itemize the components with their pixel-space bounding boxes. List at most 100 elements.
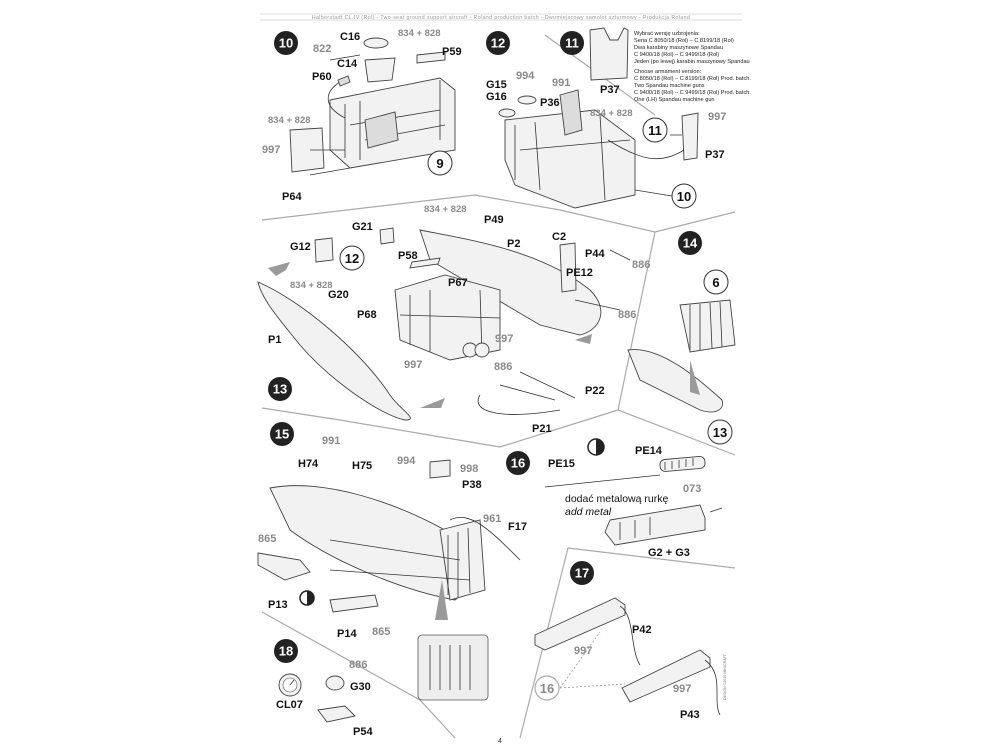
label-p54: P54 [353, 726, 373, 738]
step-14-badge [678, 231, 702, 255]
label-865-a: 865 [258, 533, 276, 545]
label-p68: P68 [357, 309, 377, 321]
add-metal-en: add metal [565, 506, 612, 518]
step-16-number: 16 [511, 456, 525, 471]
label-p67: P67 [448, 277, 468, 289]
label-997-a: 997 [262, 144, 280, 156]
label-073: 073 [683, 483, 701, 495]
label-f17: F17 [508, 521, 527, 533]
step-14-number: 14 [683, 236, 698, 251]
label-g16: G16 [486, 91, 507, 103]
label-pe12: PE12 [566, 267, 593, 279]
step-11-badge [560, 31, 584, 55]
label-822: 822 [313, 43, 331, 55]
footer-code: DESIGN ©2016 MINICRAFT [723, 653, 727, 700]
label-p44: P44 [585, 248, 605, 260]
label-886-c: 886 [494, 361, 512, 373]
label-p13: P13 [268, 599, 288, 611]
label-886-b: 886 [618, 309, 636, 321]
step-15-badge [270, 422, 294, 446]
label-997-f: 997 [673, 683, 691, 695]
gun-p43 [621, 649, 711, 703]
step-16-badge [506, 451, 530, 475]
label-g15: G15 [486, 79, 507, 91]
step-13-number: 13 [273, 382, 287, 397]
label-pe14: PE14 [635, 445, 663, 457]
label-p36: P36 [540, 97, 560, 109]
step-18-panel: 18 886 G30 CL07 P54 [274, 639, 373, 738]
fuselage-p2 [419, 229, 602, 336]
label-p21: P21 [532, 423, 552, 435]
label-886-d: 886 [349, 659, 367, 671]
note-en-line4: One (LH) Spandau machine gun [634, 97, 715, 103]
label-994-a: 994 [516, 70, 535, 82]
step-12-panel: 12 11 10 994 G15 G16 991 P36 834 + 828 9… [486, 31, 726, 209]
label-834-828-d: 834 + 828 [424, 204, 467, 215]
label-997-e: 997 [574, 645, 592, 657]
label-pe15: PE15 [548, 458, 575, 470]
note-en-line3: C 9400/18 (Rol) – C 9499/18 (Rol) Prod. … [634, 90, 751, 96]
ref-step-11: 11 [648, 123, 662, 138]
label-p1: P1 [268, 334, 281, 346]
step-13-badge [268, 377, 292, 401]
label-p43: P43 [680, 709, 700, 721]
label-834-828-b: 834 + 828 [268, 115, 311, 126]
label-p37-b: P37 [705, 149, 725, 161]
step-10-number: 10 [279, 36, 293, 51]
label-p49: P49 [484, 214, 504, 226]
step-15-number: 15 [275, 427, 289, 442]
label-991-b: 991 [322, 435, 340, 447]
label-g21: G21 [352, 221, 373, 233]
label-997-d: 997 [404, 359, 422, 371]
label-994-b: 994 [397, 455, 416, 467]
step-11-number: 11 [565, 36, 579, 51]
step-18-badge [274, 639, 298, 663]
ref-step-9: 9 [436, 156, 443, 171]
gun-p42 [534, 597, 626, 651]
note-pl-title: Wybrać wersję uzbrojenia: [634, 31, 700, 37]
step-16-panel: 16 PE14 PE15 dodać metalową rurkę add me… [506, 438, 723, 559]
label-991-a: 991 [552, 77, 570, 89]
fuselage-p1 [257, 281, 411, 421]
label-c2: C2 [552, 231, 566, 243]
note-pl-line2: Dwa karabiny maszynowe Spandau [634, 45, 723, 51]
label-h74: H74 [298, 458, 319, 470]
step-13-panel: 13 12 834 + 828 G21 P49 P2 C2 P44 886 G1… [257, 204, 650, 435]
label-p42: P42 [632, 624, 652, 636]
label-865-b: 865 [372, 626, 390, 638]
note-en-title: Choose armament version: [634, 69, 702, 75]
ref-step-16: 16 [540, 681, 554, 696]
label-p59: P59 [442, 46, 462, 58]
label-834-828-a: 834 + 828 [398, 28, 441, 39]
machine-gun-g2g3 [604, 504, 706, 546]
ref-step-10: 10 [677, 189, 691, 204]
note-pl-line1: Seria C 8050/18 (Rol) – C 8199/18 (Rol) [634, 38, 734, 44]
label-p58: P58 [398, 250, 418, 262]
label-g12: G12 [290, 241, 311, 253]
label-p37-a: P37 [600, 84, 620, 96]
label-p14: P14 [337, 628, 357, 640]
label-997-c: 997 [495, 333, 513, 345]
label-g20: G20 [328, 289, 349, 301]
label-g30: G30 [350, 681, 371, 693]
step-15-panel: 15 991 H74 H75 994 998 P38 961 F17 865 P… [257, 422, 527, 701]
label-h75: H75 [352, 460, 372, 472]
label-p38: P38 [462, 479, 482, 491]
ref-step-6: 6 [712, 275, 719, 290]
step-18-number: 18 [279, 644, 293, 659]
note-pl-line4: Jeden (po lewej) karabin maszynowy Spand… [634, 59, 750, 65]
step-17-panel: 17 16 P42 997 997 P43 DESIGN ©2016 MINIC… [534, 561, 727, 721]
step-10-badge [274, 31, 298, 55]
label-961: 961 [483, 513, 501, 525]
step-12-badge [486, 31, 510, 55]
label-p2: P2 [507, 238, 520, 250]
label-g2-g3: G2 + G3 [648, 547, 690, 559]
ref-step-13: 13 [713, 425, 727, 440]
header-title: Halberstadt CL.IV (Rol) - Two-seat groun… [312, 15, 690, 21]
label-c14: C14 [337, 58, 358, 70]
ref-step-12: 12 [345, 251, 359, 266]
note-en-line2: Two Spandau machine guns [634, 83, 705, 89]
step-10-panel: 10 9 C16 822 834 + 828 P59 C14 P60 834 +… [262, 28, 462, 203]
